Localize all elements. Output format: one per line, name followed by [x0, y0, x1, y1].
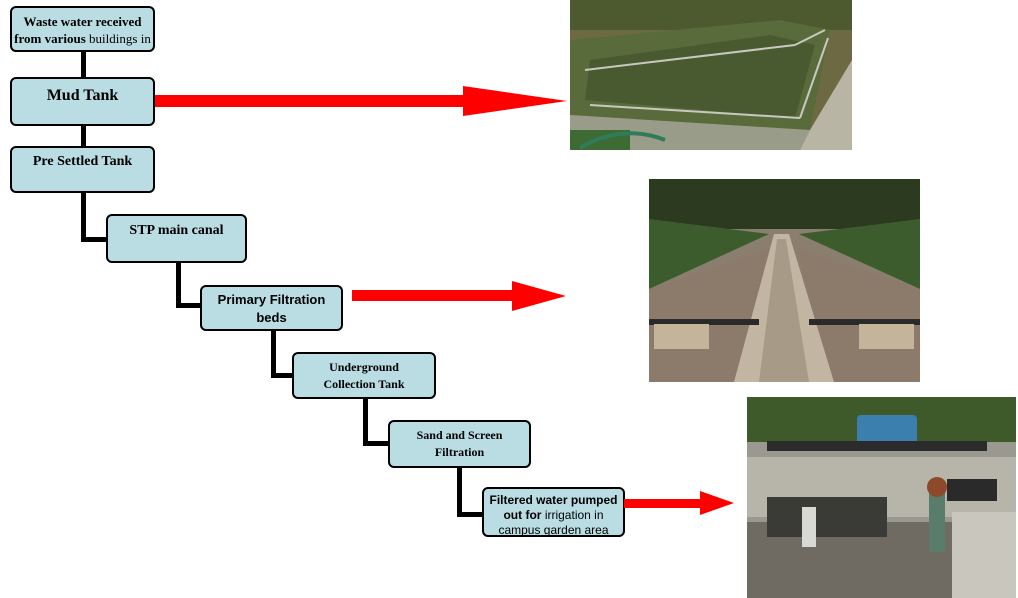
connector — [81, 124, 86, 148]
waste-water-box: Waste water received from various buildi… — [10, 6, 155, 52]
waste-water-tail-text: in residential... — [51, 31, 151, 50]
pump-station-photo — [747, 397, 1016, 598]
connector — [81, 191, 86, 241]
waste-water-normal-text: buildings — [89, 31, 138, 46]
sand-screen-filtration-label: Sand and Screen Filtration — [416, 428, 503, 459]
connector — [176, 303, 202, 308]
connector — [271, 373, 294, 378]
connector — [363, 397, 368, 445]
stp-main-canal-box: STP main canal — [106, 214, 247, 263]
filtered-water-label: Filtered water pumped out for irrigation… — [484, 493, 623, 537]
connector — [81, 237, 108, 242]
red-arrow — [155, 86, 567, 116]
pre-settled-tank-box: Pre Settled Tank — [10, 146, 155, 193]
primary-filtration-box: Primary Filtration beds — [200, 285, 343, 331]
filtered-water-box: Filtered water pumped out for irrigation… — [482, 487, 625, 537]
primary-filtration-label: Primary Filtration beds — [217, 292, 326, 325]
connector — [176, 261, 181, 307]
connector — [271, 330, 276, 377]
connector — [457, 466, 462, 516]
underground-collection-tank-label: Underground Collection Tank — [323, 360, 405, 391]
connector — [457, 512, 484, 517]
mud-tank-photo — [570, 0, 852, 150]
filtered-water-normal-text: irrigation in — [544, 508, 604, 522]
filtration-beds-photo — [649, 179, 920, 382]
filtered-water-tail-text: campus garden area — [498, 523, 609, 537]
mud-tank-box: Mud Tank — [10, 77, 155, 126]
pre-settled-tank-label: Pre Settled Tank — [32, 154, 133, 169]
sand-screen-filtration-box: Sand and Screen Filtration — [388, 420, 531, 468]
red-arrow — [624, 491, 734, 515]
waste-water-label: Waste water received from various buildi… — [12, 13, 153, 50]
mud-tank-label: Mud Tank — [46, 87, 119, 104]
stp-main-canal-label: STP main canal — [129, 223, 224, 238]
underground-collection-tank-box: Underground Collection Tank — [292, 352, 436, 399]
connector — [81, 50, 86, 79]
connector — [363, 441, 390, 446]
waste-water-bold-text: Waste water received from various — [14, 14, 142, 46]
filtered-water-bold-text: Filtered water pumped out for — [489, 493, 618, 522]
red-arrow — [352, 281, 566, 311]
